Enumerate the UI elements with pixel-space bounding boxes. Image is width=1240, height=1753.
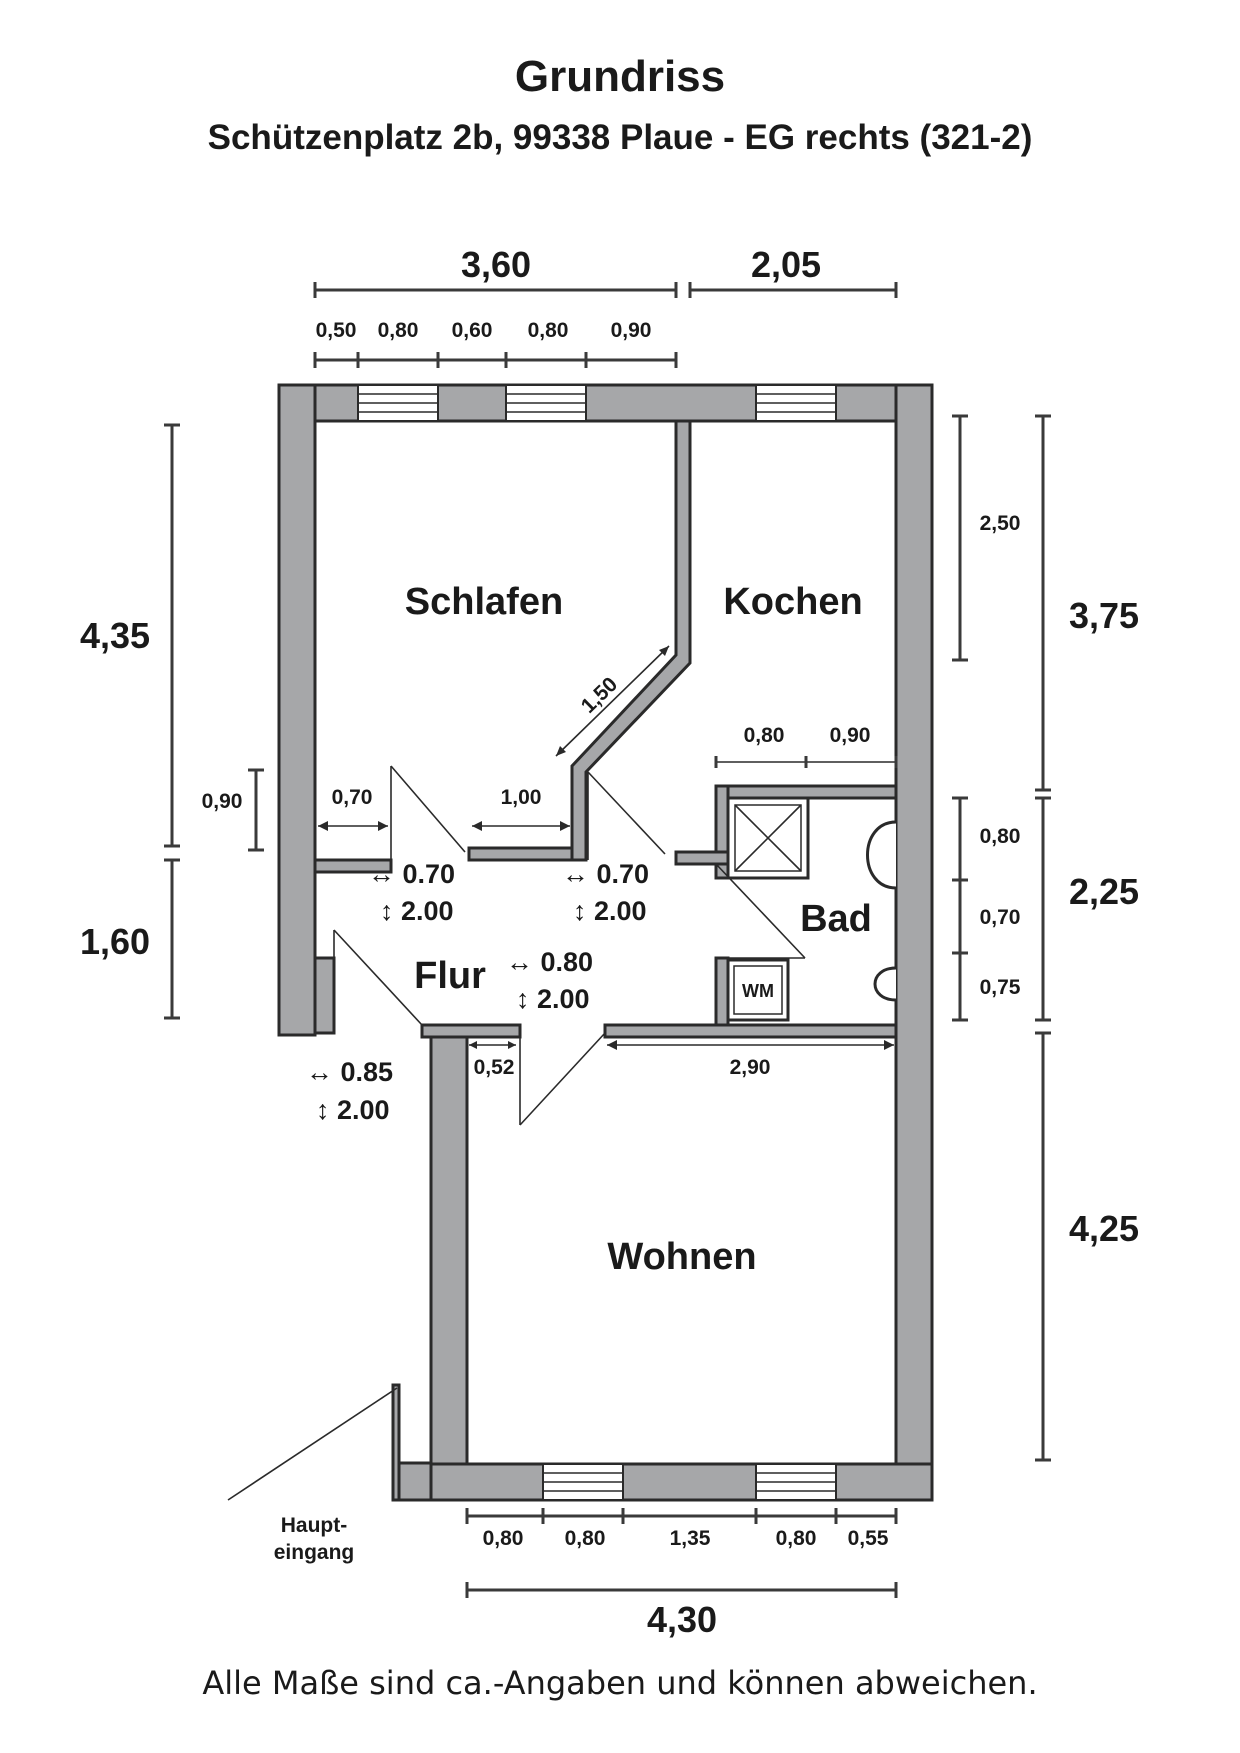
door-schlafen-width: ↔ 0.70 [368,859,455,889]
disclaimer: Alle Maße sind ca.-Angaben und können ab… [202,1664,1038,1702]
entrance-step [394,1461,433,1502]
dim-top-right: 2,05 [751,244,821,285]
door-kochen-width: ↔ 0.70 [562,859,649,889]
dim-right-lower: 4,25 [1069,1208,1139,1249]
dim-top-seg: 0,90 [611,319,652,342]
washer-label: WM [742,981,774,1001]
dim-bottom-total: 4,30 [647,1599,717,1640]
dim-top-seg: 0,60 [452,319,493,342]
room-label-bad: Bad [800,898,872,940]
dim-left-upper: 4,35 [80,615,150,656]
dim-right-mid: 2,25 [1069,871,1139,912]
entrance-label-line1: Haupt- [281,1514,348,1537]
dim-bottom-seg: 0,55 [848,1527,889,1550]
dim-right-inner: 2,50 [980,512,1021,535]
dimension-lines [164,282,1051,1598]
kochen-bad-wall [714,784,898,800]
left-wall-upper [277,383,317,1037]
entrance-door-leaf [391,1383,401,1502]
dim-bottom-seg: 0,80 [565,1527,606,1550]
schlafen-kochen-wall [570,419,692,862]
room-label-flur: Flur [414,955,486,997]
washing-machine-icon [726,958,790,1022]
bad-wall-lower [714,956,730,1028]
window [755,384,837,422]
door-entrance-height: ↕ 2.00 [316,1095,390,1125]
dim-top-seg: 0,80 [378,319,419,342]
dim-wohnen-wall: 2,90 [730,1056,771,1079]
room-label-schlafen: Schlafen [405,581,563,623]
window [505,384,587,422]
bottom-wall [429,1462,934,1502]
schlafen-wall-mid [467,846,575,862]
wohnen-wall-left [420,1023,522,1039]
dim-bottom-seg: 0,80 [776,1527,817,1550]
room-label-wohnen: Wohnen [607,1236,756,1278]
shower-icon [726,796,810,880]
dim-top-left: 3,60 [461,244,531,285]
schlafen-wall-left [313,858,393,874]
dim-bad-seg: 0,75 [980,976,1021,999]
bathtub-icon [866,820,897,890]
door-kochen-height: ↕ 2.00 [573,896,647,926]
entrance-label-line2: eingang [274,1541,355,1564]
right-wall [894,383,934,1502]
dim-left-lower: 1,60 [80,921,150,962]
dim-schlafen-wall-1: 0,70 [332,786,373,809]
dim-left-small: 0,90 [202,790,243,813]
dim-flur-gap: 0,52 [474,1056,515,1079]
windows [357,384,837,1501]
left-wall-lower [429,1023,469,1502]
dim-schlafen-wall-2: 1,00 [501,786,542,809]
bad-stub [674,850,730,866]
door-wohnen-height: ↕ 2.00 [516,984,590,1014]
walls [277,383,934,1502]
dim-diagonal-wall: 1,50 [577,673,622,718]
dim-top-seg: 0,80 [528,319,569,342]
window [755,1463,837,1501]
window [542,1463,624,1501]
entrance-wall-stub [313,956,336,1035]
plan-title: Grundriss [514,52,726,101]
toilet-icon [873,966,897,1002]
dim-top-seg: 0,50 [316,319,357,342]
dim-bottom-seg: 1,35 [670,1527,711,1550]
door-swings [227,765,806,1501]
dim-right-upper: 3,75 [1069,595,1139,636]
dim-kochen-seg: 0,90 [830,724,871,747]
dim-bad-seg: 0,70 [980,906,1021,929]
plan-address: Schützenplatz 2b, 99338 Plaue - EG recht… [207,118,1033,157]
window [357,384,439,422]
door-schlafen-height: ↕ 2.00 [380,896,454,926]
room-label-kochen: Kochen [723,581,862,623]
dim-kochen-seg: 0,80 [744,724,785,747]
dim-bad-seg: 0,80 [980,825,1021,848]
dim-bottom-seg: 0,80 [483,1527,524,1550]
wohnen-wall-right [603,1023,898,1039]
door-wohnen-width: ↔ 0.80 [506,947,593,977]
door-entrance-width: ↔ 0.85 [306,1057,393,1087]
